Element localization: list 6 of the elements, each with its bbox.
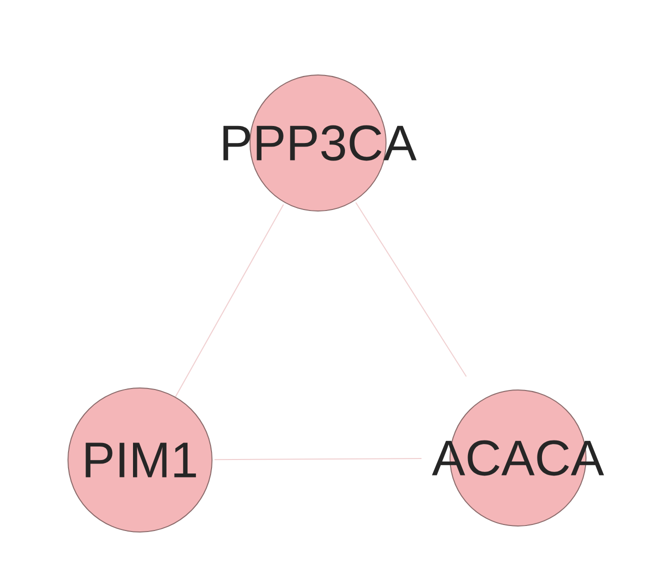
edge-line (355, 202, 467, 378)
gene-node: ACACA (432, 390, 604, 526)
gene-node: PPP3CA (223, 74, 417, 212)
edge-line (214, 458, 422, 460)
edge-line (175, 204, 284, 398)
gene-node: PIM1 (68, 388, 212, 532)
